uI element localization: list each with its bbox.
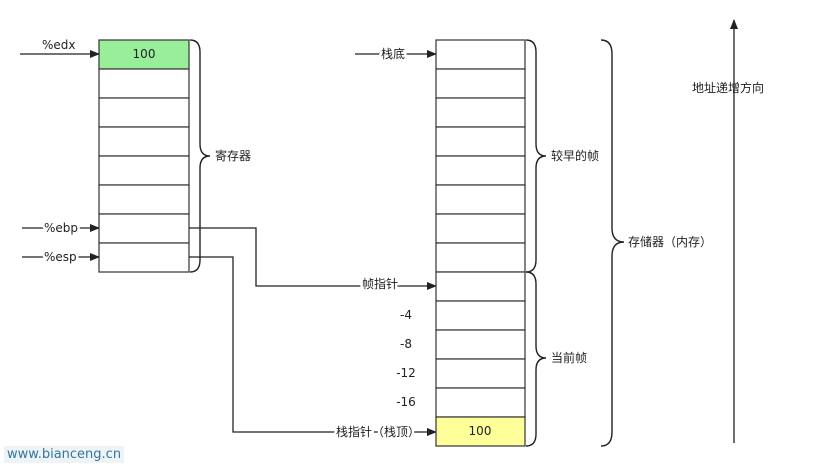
edx-value: 100	[133, 47, 156, 61]
offset-label: -12	[396, 366, 416, 380]
stack-top-cell	[435, 416, 526, 447]
register-esp-cell	[98, 242, 190, 273]
stack-top-value: 100	[469, 424, 492, 438]
stack-cell	[435, 271, 526, 302]
edx-label: %edx	[42, 38, 76, 52]
edx-label-text: %edx	[42, 38, 76, 52]
memory-label: 存储器（内存）	[628, 234, 712, 249]
stack-pointer-label-halo: 栈指针（栈顶）	[336, 424, 420, 439]
stack-column: 100	[435, 39, 526, 447]
register-brace	[189, 39, 211, 273]
stack-cell	[435, 329, 526, 360]
watermark: www.bianceng.cn	[4, 446, 125, 463]
stack-cell	[435, 155, 526, 186]
register-file: 100	[98, 39, 190, 273]
offset-label: -8	[400, 337, 412, 351]
stack-cell	[435, 213, 526, 244]
register-cell	[98, 97, 190, 128]
register-ebp-cell	[98, 213, 190, 244]
esp-label: %esp	[44, 250, 77, 264]
esp-to-stack-pointer	[189, 256, 437, 436]
memory-brace	[600, 39, 625, 447]
ebp-to-frame-pointer	[189, 227, 437, 290]
stack-cell	[435, 39, 526, 70]
stack-cell	[435, 387, 526, 418]
address-direction-label: 地址递增方向	[692, 80, 764, 95]
stack-cell	[435, 97, 526, 128]
offset-label: -4	[400, 308, 412, 322]
stack-pointer-label: 栈指针（栈顶）	[336, 424, 420, 439]
frame-pointer-label: 帧指针	[362, 276, 398, 291]
register-cell	[98, 184, 190, 215]
register-cell	[98, 68, 190, 99]
earlier-frame-label: 较早的帧	[551, 148, 599, 163]
stack-cell	[435, 358, 526, 389]
register-cell	[98, 155, 190, 186]
stack-cell	[435, 184, 526, 215]
stack-cell	[435, 242, 526, 273]
offset-label: -16	[396, 395, 416, 409]
register-cell	[98, 126, 190, 157]
stack-cell	[435, 126, 526, 157]
frame-pointer-label-halo: 帧指针	[362, 276, 398, 291]
earlier-frame-brace	[525, 39, 547, 273]
current-frame-brace	[525, 271, 547, 447]
ebp-label: %ebp	[44, 221, 78, 235]
esp-label-halo: %esp	[44, 250, 77, 264]
register-label: 寄存器	[215, 148, 251, 163]
stack-cell	[435, 300, 526, 331]
stack-bottom-label-halo: 栈底	[381, 46, 405, 61]
ebp-label-halo: %ebp	[44, 221, 78, 235]
current-frame-label: 当前帧	[551, 350, 587, 365]
stack-bottom-label: 栈底	[381, 46, 405, 61]
stack-cell	[435, 68, 526, 99]
